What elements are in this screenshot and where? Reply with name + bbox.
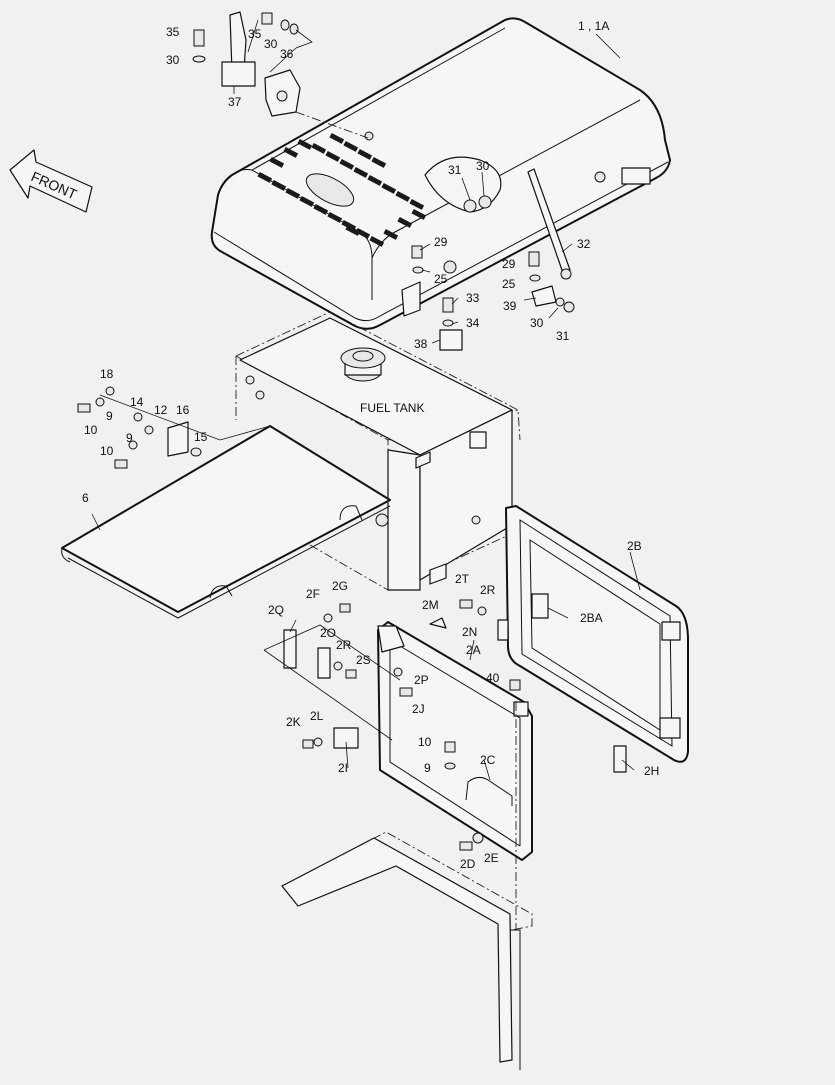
callout-31: 31	[556, 329, 570, 343]
callout-34: 34	[466, 316, 480, 330]
callout-30: 30	[476, 159, 490, 173]
hood-latch-assembly	[192, 11, 369, 139]
callout-2p: 2P	[414, 673, 429, 687]
callout-2h: 2H	[644, 764, 659, 778]
door-2B	[505, 505, 689, 773]
callout-18: 18	[100, 367, 114, 381]
engine-hood	[210, 17, 671, 330]
callout-2n: 2N	[462, 625, 477, 639]
callout-2q: 2Q	[268, 603, 284, 617]
callout-2b: 2B	[627, 539, 642, 553]
gas-strut	[527, 168, 575, 313]
callout-10: 10	[418, 735, 432, 749]
hood-recess	[305, 173, 355, 207]
hinge-bracket-38	[411, 245, 463, 351]
callout-2g: 2G	[332, 579, 348, 593]
callout-2j: 2J	[412, 702, 425, 716]
callout-9: 9	[126, 431, 133, 445]
callout-30: 30	[530, 316, 544, 330]
callout-1-1a: 1 , 1A	[578, 19, 609, 33]
callout-2d: 2D	[460, 857, 476, 871]
callout-39: 39	[503, 299, 517, 313]
callout-2f: 2F	[306, 587, 320, 601]
callout-2e: 2E	[484, 851, 499, 865]
callout-2a: 2A	[466, 643, 481, 657]
callout-33: 33	[466, 291, 480, 305]
lower-bracket	[281, 702, 533, 1070]
callout-2r: 2R	[336, 638, 352, 652]
door-hardware	[263, 599, 521, 851]
callout-38: 38	[414, 337, 428, 351]
callout-35: 35	[248, 27, 262, 41]
callout-25: 25	[434, 272, 448, 286]
callout-29: 29	[434, 235, 448, 249]
callout-16: 16	[176, 403, 190, 417]
callout-37: 37	[228, 95, 242, 109]
callout-2r: 2R	[480, 583, 496, 597]
callout-30: 30	[166, 53, 180, 67]
fuel-tank-label: FUEL TANK	[360, 401, 424, 415]
callout-29: 29	[502, 257, 516, 271]
callout-2k: 2K	[286, 715, 301, 729]
callout-30: 30	[264, 37, 278, 51]
callout-14: 14	[130, 395, 144, 409]
callout-2m: 2M	[422, 598, 439, 612]
callout-36: 36	[280, 47, 294, 61]
callout-2l: 2L	[310, 709, 324, 723]
callout-9: 9	[106, 409, 113, 423]
leader-lines	[91, 19, 641, 781]
hood-vent-slots	[257, 132, 427, 247]
fuel-tank-frame: FUEL TANK	[235, 311, 521, 591]
callout-31: 31	[448, 163, 462, 177]
door-frame-2A	[377, 621, 533, 861]
front-arrow: FRONT	[9, 149, 93, 213]
callout-25: 25	[502, 277, 516, 291]
callout-2t: 2T	[455, 572, 470, 586]
callout-15: 15	[194, 430, 208, 444]
callout-40: 40	[486, 671, 500, 685]
callout-9: 9	[424, 761, 431, 775]
callout-32: 32	[577, 237, 591, 251]
callout-2ba: 2BA	[580, 611, 603, 625]
callout-12: 12	[154, 403, 168, 417]
callout-2s: 2S	[356, 653, 371, 667]
callout-2i: 2I	[338, 761, 348, 775]
callout-10: 10	[100, 444, 114, 458]
callout-10: 10	[84, 423, 98, 437]
side-panel-6	[61, 386, 391, 619]
callout-35: 35	[166, 25, 180, 39]
callout-2o: 2O	[320, 626, 336, 640]
callout-2c: 2C	[480, 753, 496, 767]
callout-6: 6	[82, 491, 89, 505]
callout-labels: 1 , 1A 35 30 35 30 36 37 31 30 32 29 25 …	[82, 19, 659, 871]
